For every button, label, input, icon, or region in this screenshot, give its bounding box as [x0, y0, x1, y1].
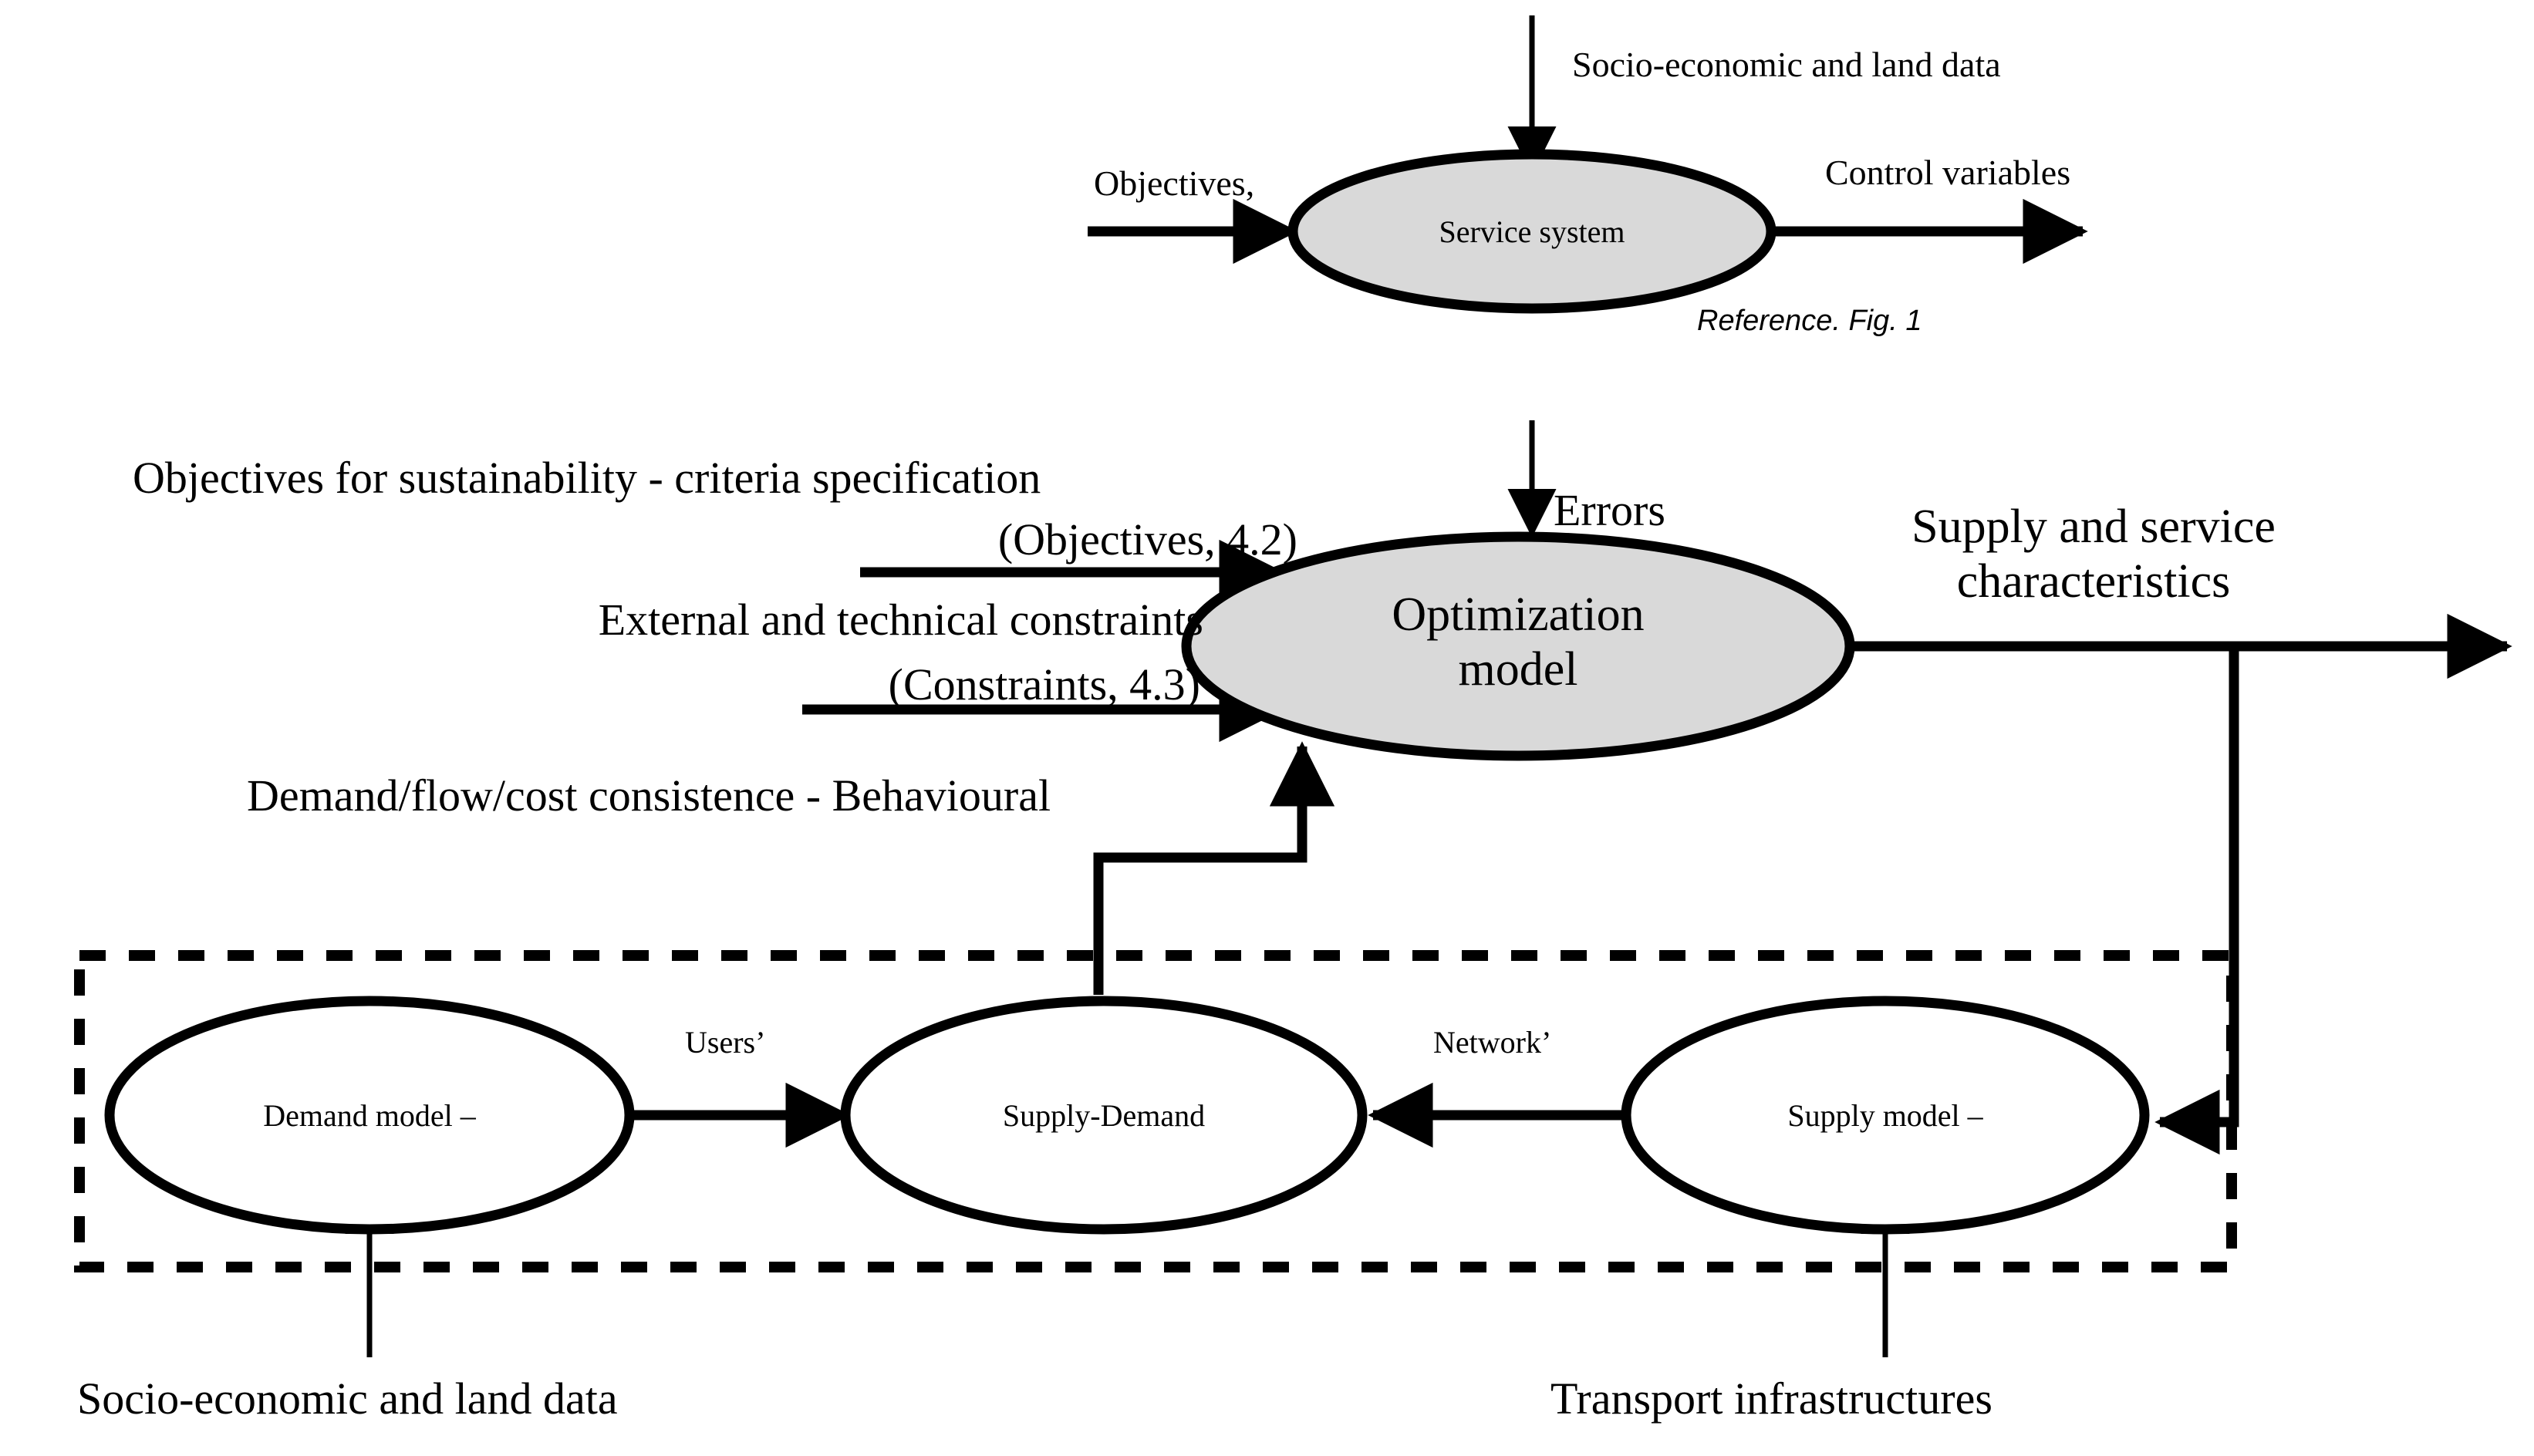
supply-model-label: Supply model – — [1787, 1098, 1983, 1133]
label-edge-network: Network’ — [1433, 1025, 1552, 1060]
label-control-variables: Control variables — [1825, 153, 2071, 192]
optimization-model-label: Optimization model — [1392, 588, 1645, 696]
label-demand-flow-cost-consistence-behavioural: Demand/flow/cost consistence - Behaviour… — [247, 770, 1051, 821]
arrow-supply-characteristics-feedback-to-supply-model — [2154, 646, 2239, 1155]
label-socio-economic-and-land-data-top: Socio-economic and land data — [1572, 45, 2001, 84]
arrow-behavioural-feedback-to-optimization-model — [1093, 741, 1335, 995]
label-edge-users: Users’ — [685, 1025, 766, 1060]
label-reference-fig-1: Reference. Fig. 1 — [1697, 305, 1922, 337]
service-system-ellipse[interactable] — [1287, 149, 1776, 314]
label-external-and-technical-constraints: External and technical constraints — [598, 595, 1203, 645]
supply-model-ellipse[interactable] — [1621, 996, 2150, 1235]
label-objectives-42: (Objectives, 4.2) — [997, 514, 1297, 565]
bottom-models-group — [104, 996, 2150, 1357]
label-supply-and-service-characteristics: Supply and service characteristics — [1911, 501, 2276, 608]
supply-demand-label: Supply-Demand — [1002, 1098, 1206, 1133]
supply-demand-ellipse[interactable] — [840, 996, 1368, 1235]
optimization-model-ellipse[interactable] — [1181, 531, 1855, 761]
optimization-model-group — [802, 531, 2512, 995]
label-errors: Errors — [1554, 485, 1665, 535]
demand-model-ellipse[interactable] — [104, 996, 635, 1235]
service-system-group — [1088, 15, 2088, 314]
label-socio-economic-and-land-data-bottom: Socio-economic and land data — [77, 1373, 618, 1424]
service-system-label: Service system — [1439, 214, 1625, 249]
demand-model-label: Demand model – — [263, 1098, 476, 1133]
label-objectives-input: Objectives, — [1094, 163, 1255, 203]
label-transport-infrastructures: Transport infrastructures — [1550, 1373, 1992, 1424]
label-constraints-43: (Constraints, 4.3) — [888, 659, 1200, 709]
label-objectives-for-sustainability: Objectives for sustainability - criteria… — [133, 453, 1041, 503]
